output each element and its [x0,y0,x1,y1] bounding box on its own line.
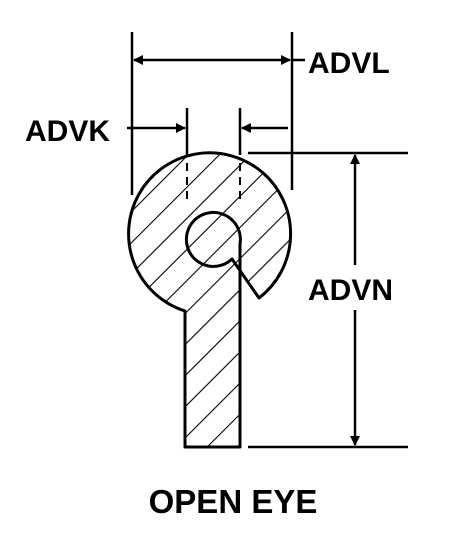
part-body [127,151,293,449]
dimension-label-gap-width: ADVK [25,115,110,148]
dimension-top-width: ADVL [130,32,390,195]
dimension-label-height: ADVN [308,274,393,307]
dimension-height: ADVN [248,151,408,449]
dimension-gap-width: ADVK [25,108,288,155]
dimension-label-top-width: ADVL [308,47,390,80]
eye-ring-and-shank [127,151,293,449]
diagram-caption: OPEN EYE [149,483,318,520]
